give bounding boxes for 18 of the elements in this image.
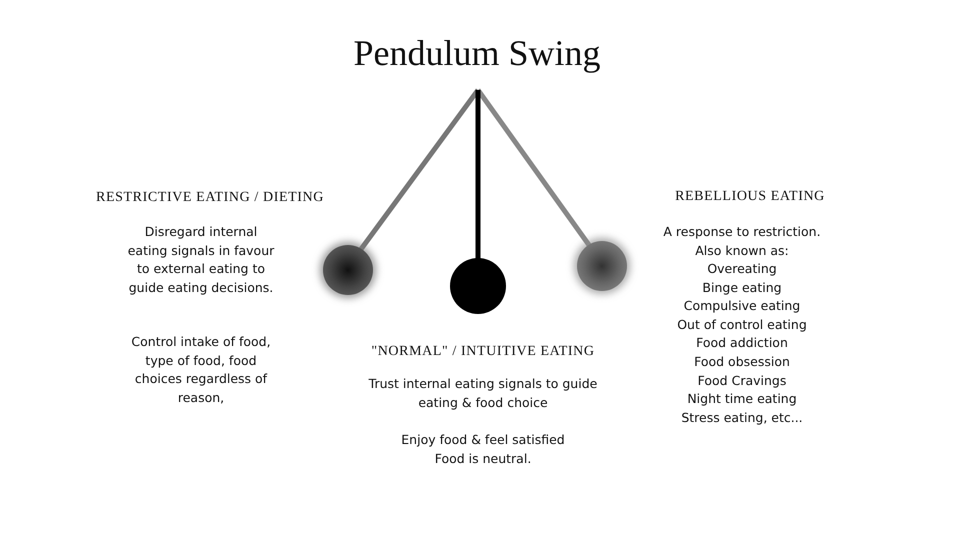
list-item: Night time eating — [686, 390, 798, 408]
paragraph: Control intake of food, type of food, food choices regardless of reason, — [130, 333, 272, 407]
list-item: Compulsive eating — [682, 297, 802, 316]
paragraph: Disregard internal eating signals in favour to external eating to guide eating decisions. — [126, 223, 276, 297]
paragraph: Enjoy food & feel satisfied — [400, 431, 566, 449]
list-item: Food Cravings — [696, 372, 788, 390]
list-item: Out of control eating — [676, 316, 808, 334]
list-item: Food addiction — [695, 334, 789, 352]
section-heading: REBELLIOUS EATING — [674, 188, 826, 206]
section-heading: RESTRICTIVE EATING / DIETING — [95, 189, 325, 207]
list-item: Stress eating, etc... — [680, 408, 804, 427]
list-item: Food obsession — [693, 352, 791, 371]
section-heading: "NORMAL" / INTUITIVE EATING — [370, 343, 596, 361]
paragraph: Trust internal eating signals to guide eating & food choice — [368, 375, 598, 412]
paragraph: A response to restriction. Also known as: Overeating — [662, 223, 822, 278]
list-item: Binge eating — [701, 278, 783, 297]
title: Pendulum Swing — [354, 32, 601, 74]
paragraph: Food is neutral. — [434, 450, 532, 468]
